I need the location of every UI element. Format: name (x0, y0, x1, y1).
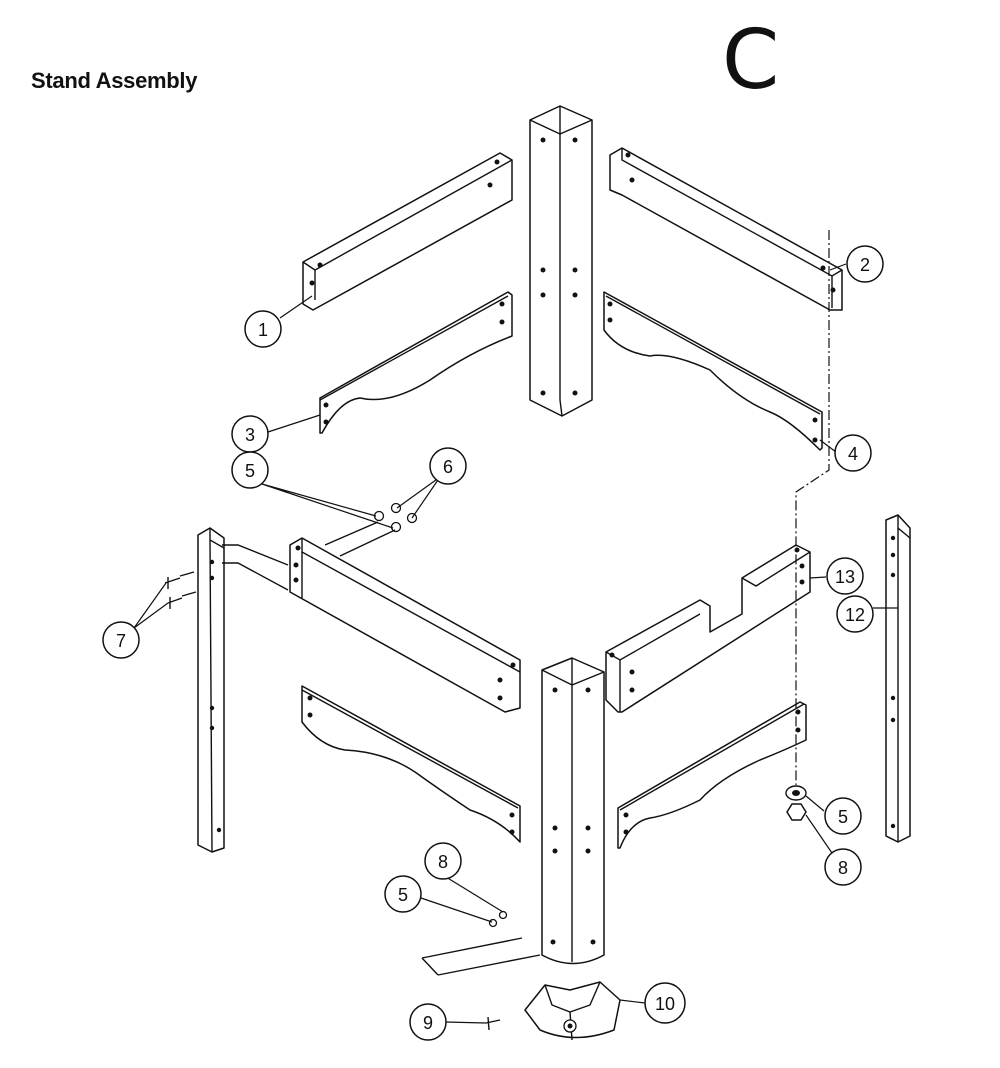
upper-corner-leg (529, 105, 593, 417)
left-leg (197, 527, 225, 853)
assembly-lines (222, 230, 830, 976)
callout-1: 1 (244, 310, 282, 348)
svg-text:7: 7 (116, 631, 126, 651)
callout-5-right: 5 (824, 797, 862, 835)
callout-8-front: 8 (424, 842, 462, 880)
callout-6: 6 (429, 447, 467, 485)
svg-text:3: 3 (245, 425, 255, 445)
callout-12: 12 (836, 595, 874, 633)
upper-right-angle-rail (609, 147, 843, 311)
svg-text:2: 2 (860, 255, 870, 275)
svg-text:12: 12 (845, 605, 865, 625)
svg-text:10: 10 (655, 994, 675, 1014)
callout-9: 9 (409, 1003, 447, 1041)
upper-right-apron (603, 291, 823, 451)
svg-text:6: 6 (443, 457, 453, 477)
lower-left-apron (301, 685, 521, 843)
lower-left-angle-rail (289, 537, 521, 713)
svg-text:8: 8 (838, 858, 848, 878)
svg-text:1: 1 (258, 320, 268, 340)
svg-text:5: 5 (838, 807, 848, 827)
svg-text:5: 5 (245, 461, 255, 481)
lower-right-angle-rail (605, 544, 811, 713)
upper-left-apron (319, 291, 513, 434)
right-leg (885, 514, 911, 843)
upper-left-angle-rail (302, 152, 513, 311)
svg-text:4: 4 (848, 444, 858, 464)
callout-2: 2 (846, 245, 884, 283)
sheet-letter: C (722, 13, 780, 108)
callout-10: 10 (644, 982, 686, 1024)
svg-text:13: 13 (835, 567, 855, 587)
front-corner-leg (541, 657, 605, 965)
leader-lines (133, 263, 898, 1024)
svg-text:8: 8 (438, 852, 448, 872)
callout-5-front: 5 (384, 875, 422, 913)
callout-5-upper: 5 (231, 451, 269, 489)
callout-4: 4 (834, 434, 872, 472)
hardware (164, 502, 807, 1031)
lower-right-apron (617, 701, 807, 849)
callout-8-right: 8 (824, 848, 862, 886)
svg-text:9: 9 (423, 1013, 433, 1033)
callout-7: 7 (102, 621, 140, 659)
diagram-title: Stand Assembly (31, 68, 198, 93)
svg-text:5: 5 (398, 885, 408, 905)
foot (524, 981, 621, 1041)
callout-3: 3 (231, 415, 269, 453)
callout-13: 13 (826, 557, 864, 595)
